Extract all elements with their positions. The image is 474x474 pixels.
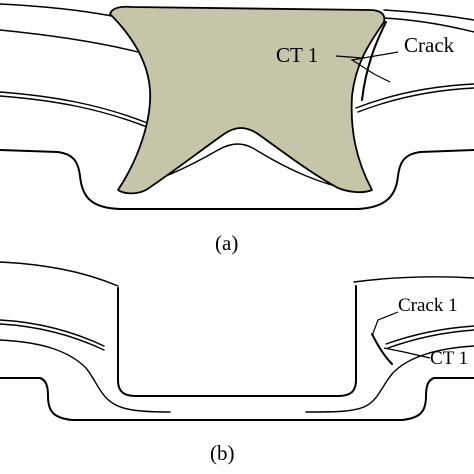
panel-a-ct-label: CT 1	[276, 43, 318, 67]
panel-b-ct-leader	[383, 347, 431, 359]
panel-b-top-right-edge	[353, 276, 474, 283]
panel-b-surface-right-2	[387, 329, 474, 349]
panel-a-surface-left-lower	[0, 91, 151, 125]
panel-a-ct-leader	[335, 55, 363, 59]
panel-b: Crack 1 CT 1 (b)	[0, 261, 474, 465]
panel-a-caption: (a)	[215, 231, 238, 255]
panel-a: CT 1 Crack (a)	[0, 3, 474, 255]
panel-b-crack-leader	[371, 311, 399, 337]
panel-a-surface-left-lower2	[0, 95, 153, 130]
panel-b-crack-label: Crack 1	[398, 295, 458, 316]
panel-a-outer-profile	[0, 149, 474, 210]
panel-a-top-left-edge	[0, 3, 113, 17]
panel-b-ct-label: CT 1	[430, 348, 468, 369]
panel-b-left-shoulder	[0, 339, 171, 413]
panel-a-deformed-region	[109, 5, 386, 195]
panel-a-surface-right-lower	[355, 83, 474, 109]
panel-b-right-shoulder	[305, 345, 474, 413]
panel-a-crack-label: Crack	[404, 33, 455, 57]
panel-b-surface-left-2	[0, 323, 105, 351]
panel-b-crack-line	[371, 333, 393, 365]
panel-b-outer-profile	[0, 377, 474, 421]
panel-a-surface-left-upper	[0, 29, 139, 53]
panel-b-surface-left-1	[0, 319, 105, 347]
panel-a-crack-leader	[350, 51, 399, 83]
panel-a-surface-right-lower2	[357, 87, 474, 113]
panel-a-surface-right-upper	[383, 17, 474, 33]
panel-b-cavity	[117, 285, 357, 397]
panel-a-top-right-edge	[383, 9, 474, 21]
panel-a-crack-line	[361, 21, 387, 101]
panel-b-surface-right-1	[385, 325, 474, 345]
panel-b-caption: (b)	[210, 441, 235, 465]
panel-b-top-left-edge	[0, 261, 119, 287]
